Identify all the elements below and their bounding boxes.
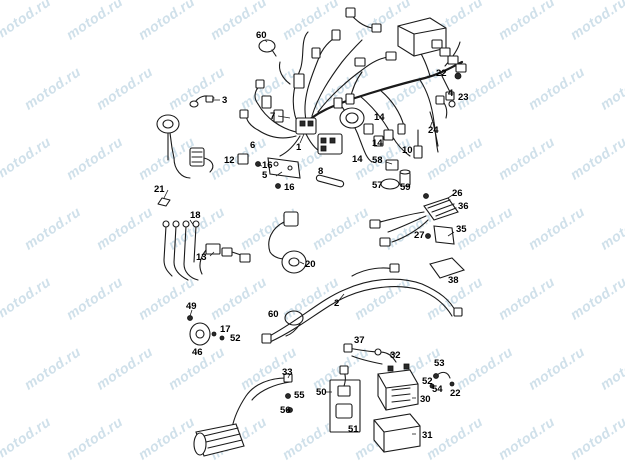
fasteners-17-52 xyxy=(211,331,225,341)
callout-57: 57 xyxy=(372,180,383,191)
callout-59: 59 xyxy=(400,182,411,193)
right-side-sensors xyxy=(429,72,462,147)
callout-54: 54 xyxy=(432,384,443,395)
battery-cables-32-37 xyxy=(343,343,397,365)
callout-22a: 22 xyxy=(436,68,447,79)
callout-14c: 14 xyxy=(352,154,363,165)
callout-58: 58 xyxy=(372,155,383,166)
callout-6: 6 xyxy=(250,140,255,151)
bracket-5 xyxy=(267,157,301,179)
callout-30: 30 xyxy=(420,394,431,405)
starter-relay-50 xyxy=(329,365,361,433)
leader-lines xyxy=(163,39,455,435)
callout-17: 17 xyxy=(220,324,231,335)
battery-box-31 xyxy=(373,413,421,453)
callout-55: 55 xyxy=(294,390,305,401)
horn-46 xyxy=(187,315,211,346)
callout-37: 37 xyxy=(354,335,365,346)
regulator-36 xyxy=(369,193,459,247)
callout-46: 46 xyxy=(192,347,203,358)
callout-16a: 16 xyxy=(262,160,273,171)
callout-52b: 52 xyxy=(422,376,433,387)
callout-36: 36 xyxy=(458,201,469,212)
callout-31: 31 xyxy=(422,430,433,441)
callout-52a: 52 xyxy=(230,333,241,344)
callout-35: 35 xyxy=(456,224,467,235)
battery-30 xyxy=(377,363,419,411)
callout-60b: 60 xyxy=(268,309,279,320)
callout-26: 26 xyxy=(452,188,463,199)
callout-8: 8 xyxy=(318,166,323,177)
bolt-16 xyxy=(255,161,281,189)
callout-7: 7 xyxy=(270,111,275,122)
callout-20: 20 xyxy=(305,259,316,270)
tube-8 xyxy=(315,174,345,188)
cable-2 xyxy=(261,263,463,344)
callout-14a: 14 xyxy=(374,112,385,123)
cable-tie-60-top xyxy=(258,39,277,57)
spark-plug-cables xyxy=(162,220,251,281)
callout-50: 50 xyxy=(316,387,327,398)
plate-38 xyxy=(429,257,466,279)
callout-13: 13 xyxy=(196,252,207,263)
callout-27: 27 xyxy=(414,230,425,241)
callout-labels: 60 3 7 6 1 12 16 5 16 8 14 14 14 58 57 5… xyxy=(154,30,469,441)
part-21 xyxy=(157,197,171,207)
callout-16b: 16 xyxy=(284,182,295,193)
cable-tie-60-lower xyxy=(284,310,304,326)
callout-12: 12 xyxy=(224,155,235,166)
fasteners-55-56 xyxy=(285,393,293,413)
part-12 xyxy=(237,153,249,165)
starter-cable-33 xyxy=(231,373,293,429)
callout-22b: 22 xyxy=(450,388,461,399)
callout-3: 3 xyxy=(222,95,227,106)
callout-56: 56 xyxy=(280,405,291,416)
horn-relay-cluster xyxy=(380,129,423,190)
left-switch-assembly xyxy=(156,114,214,179)
callout-60a: 60 xyxy=(256,30,267,41)
callout-10: 10 xyxy=(402,145,413,156)
callout-38: 38 xyxy=(448,275,459,286)
starter-motor xyxy=(193,423,245,457)
callout-32: 32 xyxy=(390,350,401,361)
callout-18: 18 xyxy=(190,210,201,221)
callout-4: 4 xyxy=(448,88,454,99)
callout-1: 1 xyxy=(296,142,302,153)
callout-33: 33 xyxy=(282,367,293,378)
callout-14b: 14 xyxy=(372,138,383,149)
callout-24: 24 xyxy=(428,125,439,136)
sensor-3 xyxy=(189,95,215,108)
callout-51: 51 xyxy=(348,424,359,435)
callout-49: 49 xyxy=(186,301,197,312)
callout-5: 5 xyxy=(262,170,268,181)
callout-53: 53 xyxy=(434,358,445,369)
callout-21: 21 xyxy=(154,184,165,195)
main-harness xyxy=(239,7,467,163)
fasteners-53-54-22 xyxy=(429,371,455,389)
callout-23: 23 xyxy=(458,92,469,103)
callout-2: 2 xyxy=(334,298,339,309)
relay-20 xyxy=(268,211,307,274)
bracket-35 xyxy=(425,225,455,245)
relay-cluster xyxy=(295,93,394,155)
